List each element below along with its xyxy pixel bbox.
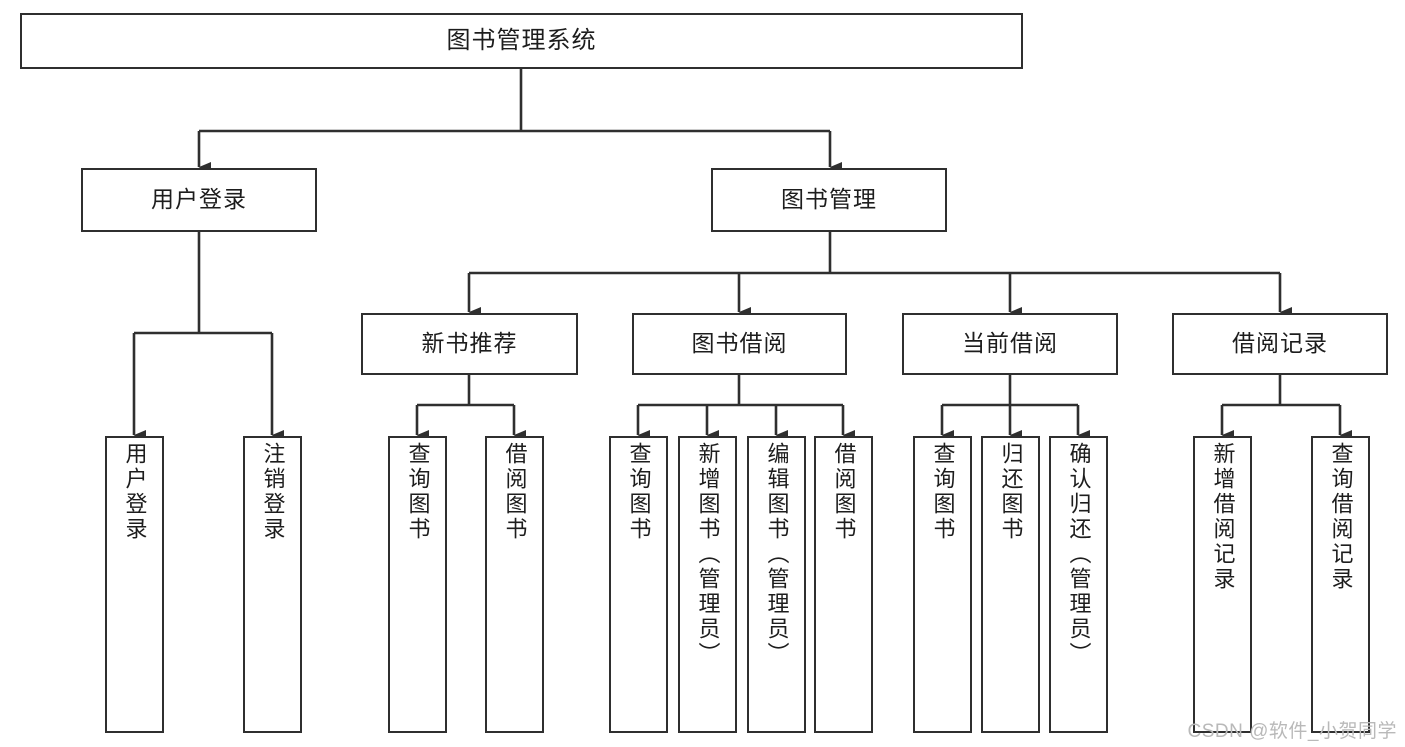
leaf-label: 查询图书: [626, 442, 652, 542]
leaf-borrow-add-book-admin[interactable]: 新增图书（管理员）: [678, 436, 737, 733]
node-borrow-record[interactable]: 借阅记录: [1172, 313, 1388, 375]
leaf-current-query-book[interactable]: 查询图书: [913, 436, 972, 733]
node-current-borrow[interactable]: 当前借阅: [902, 313, 1118, 375]
leaf-label: 查询图书: [930, 442, 956, 542]
leaf-label: 借阅图书: [502, 442, 528, 542]
node-user-login[interactable]: 用户登录: [81, 168, 317, 232]
leaf-label: 归还图书: [998, 442, 1024, 542]
leaf-borrow-query-book[interactable]: 查询图书: [609, 436, 668, 733]
leaf-recommend-borrow-book[interactable]: 借阅图书: [485, 436, 544, 733]
node-book-borrow[interactable]: 图书借阅: [632, 313, 847, 375]
leaf-user-login[interactable]: 用户登录: [105, 436, 164, 733]
leaf-label: 查询图书: [405, 442, 431, 542]
leaf-label: 借阅图书: [831, 442, 857, 542]
node-root[interactable]: 图书管理系统: [20, 13, 1023, 69]
leaf-record-add-borrow-record[interactable]: 新增借阅记录: [1193, 436, 1252, 733]
leaf-record-query-borrow-record[interactable]: 查询借阅记录: [1311, 436, 1370, 733]
node-new-book-recommend[interactable]: 新书推荐: [361, 313, 578, 375]
leaf-label: 确认归还（管理员）: [1066, 442, 1092, 667]
leaf-label: 查询借阅记录: [1328, 442, 1354, 592]
leaf-label: 新增图书（管理员）: [695, 442, 721, 667]
leaf-label: 注销登录: [260, 442, 286, 542]
leaf-label: 编辑图书（管理员）: [764, 442, 790, 667]
leaf-user-logout[interactable]: 注销登录: [243, 436, 302, 733]
csdn-watermark: CSDN @软件_小贺同学: [1187, 721, 1397, 742]
leaf-label: 新增借阅记录: [1210, 442, 1236, 592]
node-book-manage[interactable]: 图书管理: [711, 168, 947, 232]
leaf-borrow-edit-book-admin[interactable]: 编辑图书（管理员）: [747, 436, 806, 733]
leaf-borrow-borrow-book[interactable]: 借阅图书: [814, 436, 873, 733]
leaf-current-return-book[interactable]: 归还图书: [981, 436, 1040, 733]
leaf-label: 用户登录: [122, 442, 148, 542]
leaf-recommend-query-book[interactable]: 查询图书: [388, 436, 447, 733]
leaf-current-confirm-return-admin[interactable]: 确认归还（管理员）: [1049, 436, 1108, 733]
